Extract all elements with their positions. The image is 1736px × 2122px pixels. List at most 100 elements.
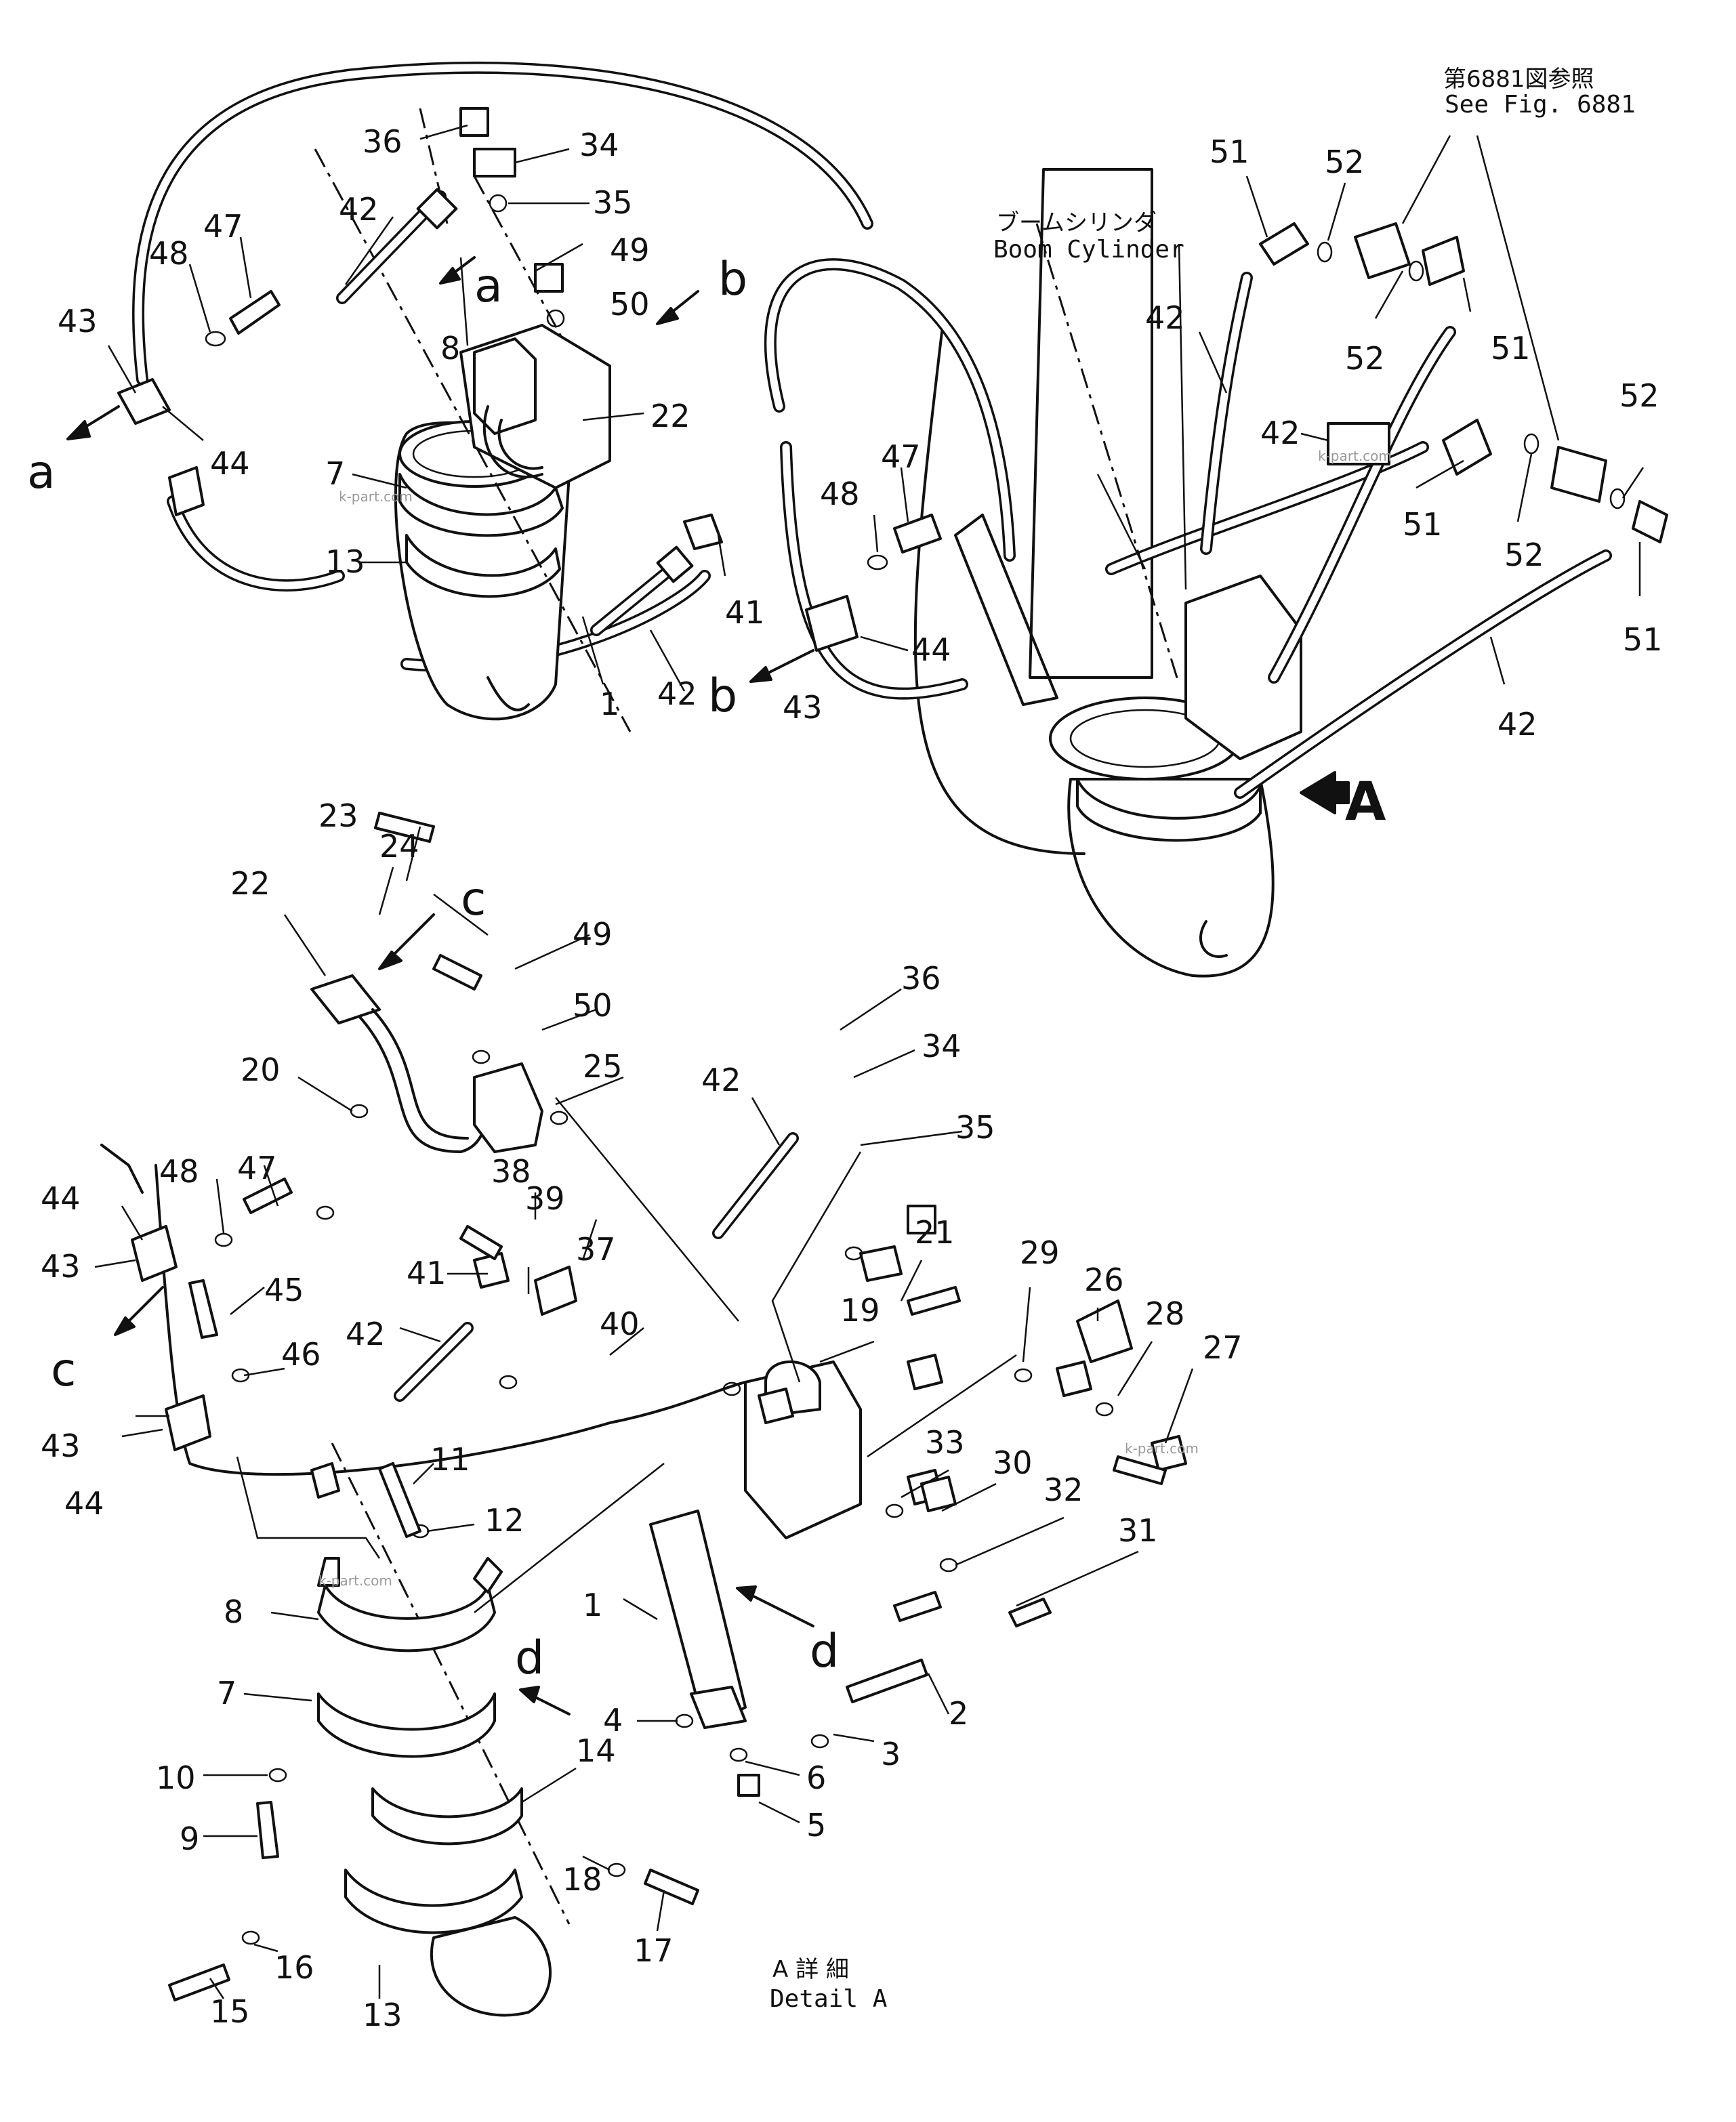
callout: 20 [241, 1052, 281, 1088]
callout: 32 [1043, 1472, 1083, 1508]
callout: 18 [562, 1861, 602, 1898]
callout: 3 [881, 1736, 901, 1772]
callout: 45 [264, 1272, 304, 1308]
callout: 12 [484, 1502, 524, 1539]
boom-cylinder-jp: ブームシリンダ [996, 209, 1157, 236]
callout: 13 [363, 1997, 402, 2033]
callout: 43 [41, 1428, 81, 1464]
callout: 1 [600, 686, 619, 722]
callout: 50 [610, 286, 650, 323]
callout: 35 [593, 184, 633, 221]
callout: 42 [1145, 299, 1185, 336]
callout: 44 [64, 1485, 104, 1522]
callout: 11 [430, 1441, 470, 1478]
callout: 10 [156, 1760, 196, 1796]
callout: 48 [149, 235, 189, 272]
callout: 42 [701, 1062, 741, 1098]
callout: 47 [203, 208, 243, 245]
callout: 8 [224, 1594, 243, 1630]
section-arrows [66, 256, 1350, 1715]
callout: 42 [1497, 706, 1537, 743]
top-left-assembly [117, 61, 873, 732]
section-marker-b: b [708, 669, 737, 723]
see-fig-en: See Fig. 6881 [1445, 91, 1636, 119]
callout: 42 [1260, 415, 1300, 451]
callout: 34 [579, 127, 619, 163]
callout: 51 [1210, 133, 1249, 170]
section-marker-d: d [515, 1631, 544, 1685]
callout: 24 [379, 828, 419, 865]
callout: 51 [1403, 506, 1443, 543]
callout: 23 [318, 797, 358, 834]
callout: 42 [346, 1316, 386, 1352]
callout: 17 [634, 1932, 674, 1969]
callout: 49 [573, 916, 613, 953]
callout: 38 [491, 1153, 531, 1190]
section-marker-b: b [718, 253, 747, 306]
callout: 21 [915, 1214, 955, 1251]
callout: 8 [440, 330, 460, 367]
callout: 44 [210, 445, 250, 482]
callout: 16 [274, 1949, 314, 1986]
callout: 22 [230, 865, 270, 902]
callout: 47 [237, 1150, 277, 1186]
callout: 36 [901, 960, 941, 997]
detail-a-jp: A 詳 細 [772, 1956, 849, 1983]
watermark: k-part.com [318, 1573, 392, 1589]
leader-lines [94, 124, 1645, 1999]
boom-cylinder-en: Boom Cylinder [993, 236, 1184, 264]
callout: 52 [1619, 377, 1659, 414]
section-marker-c: c [51, 1344, 76, 1397]
callout: 6 [806, 1760, 826, 1796]
callout: 35 [955, 1109, 995, 1146]
section-marker-a: a [27, 446, 56, 499]
callout: 51 [1623, 621, 1663, 658]
callout: 28 [1145, 1295, 1185, 1332]
callout: 39 [525, 1180, 565, 1217]
callout: 47 [881, 438, 921, 475]
callout: 44 [911, 631, 951, 668]
callout: 7 [325, 455, 345, 492]
callout: 9 [180, 1821, 199, 1857]
callout: 13 [325, 543, 365, 580]
callout: 46 [281, 1336, 321, 1373]
detail-a-en: Detail A [770, 1985, 888, 2013]
watermark: k-part.com [339, 488, 413, 505]
callout: 37 [576, 1231, 616, 1268]
callout: 14 [576, 1732, 616, 1769]
callout: 34 [922, 1028, 962, 1064]
boom-cylinder-assembly [764, 168, 1668, 978]
callout: 7 [217, 1675, 236, 1711]
callout: 30 [993, 1444, 1033, 1481]
callout: 52 [1345, 340, 1385, 377]
callouts: 36 34 35 42 49 50 47 48 43 44 8 22 7 13 … [41, 123, 1663, 2033]
callout: 22 [650, 398, 690, 434]
callout: 52 [1325, 144, 1365, 180]
callout: 19 [840, 1292, 880, 1329]
callout: 31 [1118, 1512, 1158, 1549]
callout: 49 [610, 232, 650, 268]
callout: 5 [806, 1807, 826, 1844]
callout: 33 [925, 1424, 965, 1461]
callout: 26 [1084, 1262, 1124, 1298]
callout: 44 [41, 1180, 81, 1217]
view-marker-a: A [1345, 772, 1386, 833]
callout: 42 [339, 191, 379, 228]
watermark: k-part.com [1318, 448, 1392, 464]
callout: 29 [1020, 1234, 1060, 1271]
section-marker-c: c [461, 873, 486, 926]
callout: 42 [657, 675, 697, 712]
callout: 52 [1504, 537, 1544, 573]
section-marker-d: d [810, 1625, 839, 1678]
callout: 1 [583, 1587, 602, 1623]
callout: 43 [58, 303, 98, 339]
callout: 2 [949, 1695, 968, 1732]
callout: 48 [820, 476, 860, 512]
callout: 25 [583, 1048, 623, 1085]
callout: 41 [407, 1255, 447, 1291]
see-fig-jp: 第6881図参照 [1443, 66, 1594, 93]
callout: 41 [725, 594, 765, 631]
watermark: k-part.com [1125, 1440, 1199, 1457]
callout: 48 [159, 1153, 199, 1190]
callout: 43 [783, 689, 823, 726]
